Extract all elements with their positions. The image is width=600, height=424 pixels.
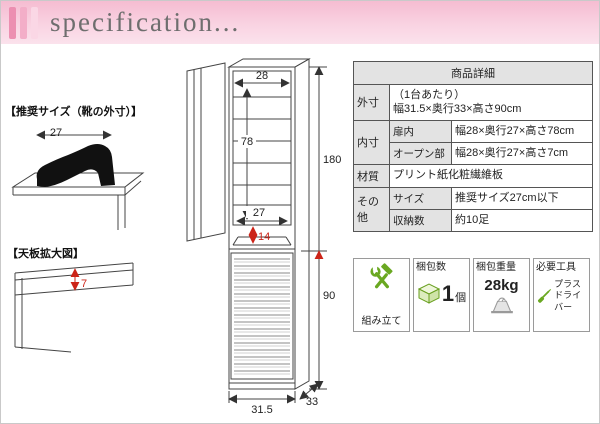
scale-icon: [490, 297, 513, 314]
total-height-dim: 180: [323, 154, 341, 166]
tools-icon: [369, 262, 392, 288]
header-banner: specification...: [1, 1, 599, 47]
shipping-badges-row: 組み立て 梱包数 1 個 梱包重量 28kg: [353, 257, 593, 332]
package-count-number: 1: [441, 281, 455, 307]
inner-door-label: 扉内: [389, 119, 452, 143]
package-count-unit: 個: [455, 292, 467, 305]
required-tools-badge: 必要工具 プラス ドライバー: [533, 257, 590, 332]
package-weight-badge: 梱包重量 28kg: [473, 257, 530, 332]
screwdriver-icon: [538, 288, 552, 303]
inner-door-value: 幅28×奥行27×高さ78cm: [451, 119, 593, 143]
package-count-label: 梱包数: [416, 261, 446, 273]
shoe-size-drawing: [11, 127, 145, 230]
width-dim: 31.5: [251, 404, 272, 416]
product-details-section: 商品詳細 外寸 （1台あたり） 幅31.5×奥行33×高さ90cm 内寸 扉内 …: [353, 61, 593, 332]
shoe-section-label: 【推奨サイズ（靴の外寸）】: [5, 104, 142, 118]
assembly-label: 組み立て: [361, 316, 402, 328]
inner-dim-label: 内寸: [353, 119, 390, 165]
pink-stripe: [9, 6, 16, 39]
lower-height-dim: 90: [323, 290, 335, 302]
banner-stripes-decoration: [9, 6, 38, 39]
package-weight-value: 28kg: [484, 277, 519, 295]
table-title: 商品詳細: [353, 61, 593, 85]
package-weight-label: 梱包重量: [476, 261, 516, 273]
topboard-lip-dim: 7: [81, 278, 87, 290]
topboard-drawing: [14, 262, 134, 353]
pink-stripe: [20, 6, 27, 39]
assembly-badge: 組み立て: [353, 257, 410, 332]
other-label: その他: [353, 186, 390, 232]
inner-depth-dim: 27: [253, 207, 265, 219]
material-value: プリント紙化粧繊維板: [389, 163, 593, 188]
page-title: specification...: [50, 7, 241, 37]
package-box-icon: [417, 283, 440, 304]
inner-width-dim: 28: [256, 70, 268, 82]
open-height-dim: 14: [258, 231, 270, 243]
other-size-label: サイズ: [389, 186, 452, 210]
outer-dim-label: 外寸: [353, 84, 390, 121]
shoe-width-dim: 27: [50, 127, 62, 139]
cabinet-drawing: [186, 58, 327, 404]
other-capacity-label: 収納数: [389, 208, 452, 232]
technical-drawings: 【推奨サイズ（靴の外寸）】 【天板拡大図】 27 7 28 78 180 27 …: [5, 58, 341, 416]
required-tools-label: 必要工具: [536, 261, 576, 273]
depth-dim: 33: [306, 396, 318, 408]
inner-open-value: 幅28×奥行27×高さ7cm: [451, 141, 593, 165]
topboard-section-label: 【天板拡大図】: [7, 246, 84, 260]
inner-height-dim: 78: [241, 136, 253, 148]
material-label: 材質: [353, 163, 390, 188]
shoe-silhouette: [36, 144, 115, 187]
outer-dim-value: （1台あたり） 幅31.5×奥行33×高さ90cm: [389, 84, 593, 121]
other-capacity-value: 約10足: [451, 208, 593, 232]
required-tools-value: プラス ドライバー: [554, 279, 582, 312]
package-count-badge: 梱包数 1 個: [413, 257, 470, 332]
inner-open-label: オープン部: [389, 141, 452, 165]
product-details-table: 商品詳細 外寸 （1台あたり） 幅31.5×奥行33×高さ90cm 内寸 扉内 …: [353, 61, 593, 232]
pink-stripe: [31, 6, 38, 39]
other-size-value: 推奨サイズ27cm以下: [451, 186, 593, 210]
